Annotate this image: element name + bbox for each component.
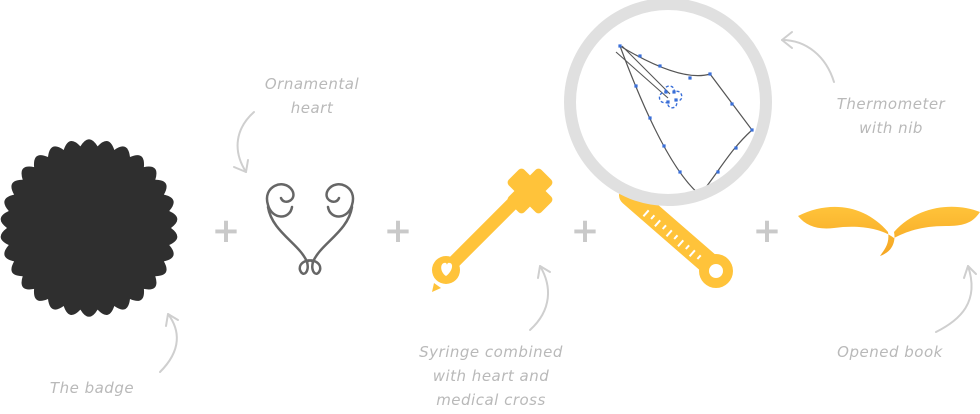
thermometer-tick (673, 234, 679, 240)
path-anchor-node (678, 170, 682, 174)
thermometer-tick (642, 209, 650, 217)
nib-path-outline (615, 44, 754, 194)
path-anchor-node (716, 170, 720, 174)
path-anchor-node (730, 102, 734, 106)
thermometer-icon (619, 184, 733, 288)
thermometer-tick (665, 229, 673, 237)
thermometer-tick (696, 254, 702, 260)
path-anchor-node (662, 144, 666, 148)
path-anchor-node (664, 90, 668, 94)
badge-icon (0, 139, 178, 317)
path-anchor-node (708, 72, 712, 76)
path-anchor-node (734, 146, 738, 150)
caption-thermometer: Thermometer with nib (836, 95, 946, 137)
plus-icon: + (384, 211, 413, 251)
arrow-to-badge (159, 313, 178, 373)
caption-book: Opened book (837, 343, 943, 361)
path-anchor-node (672, 90, 676, 94)
arrow-to-heart (236, 111, 255, 173)
path-anchor-node (666, 100, 670, 104)
thermometer-tick (654, 219, 661, 227)
arrow-to-syringe (529, 265, 550, 331)
path-anchor-node (648, 116, 652, 120)
arrow-to-book (935, 265, 973, 333)
path-anchor-node (688, 76, 692, 80)
thermometer-tick (688, 249, 696, 257)
opened-book-icon (798, 206, 980, 256)
plus-icon: + (753, 211, 782, 251)
syringe-icon (432, 168, 553, 292)
path-anchor-node (658, 64, 662, 68)
caption-badge: The badge (49, 379, 135, 397)
caption-heart: Ornamental heart (264, 75, 360, 117)
thermometer-tick (661, 224, 667, 230)
path-anchor-node (750, 128, 754, 132)
plus-icon: + (571, 211, 600, 251)
arrows (159, 31, 977, 373)
magnifier-icon (564, 0, 772, 206)
plus-icon: + (212, 211, 241, 251)
path-anchor-node (634, 84, 638, 88)
arrow-to-thermometer (781, 39, 835, 83)
thermometer-tick (685, 244, 690, 250)
path-anchor-node (618, 44, 622, 48)
thermometer-tick (677, 239, 685, 247)
path-anchor-node (638, 54, 642, 58)
thermometer-tick (650, 214, 656, 220)
path-anchor-node (674, 98, 678, 102)
caption-syringe: Syringe combined with heart and medical … (419, 343, 563, 409)
ornamental-heart-icon (265, 183, 355, 275)
